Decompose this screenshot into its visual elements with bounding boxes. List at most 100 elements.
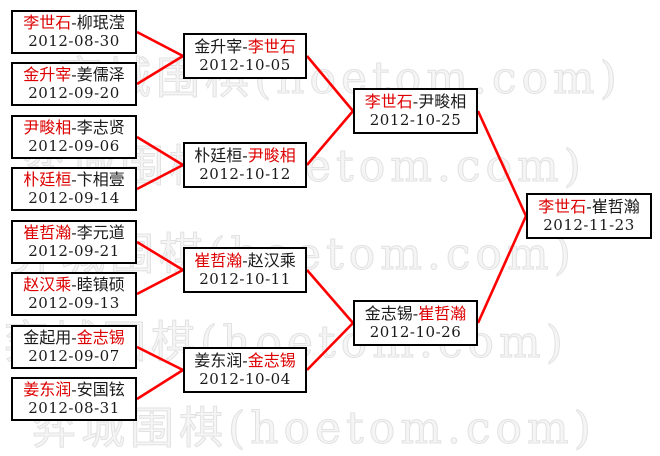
match-date: 2012-11-23 xyxy=(543,216,635,234)
match-box-r1-6: 赵汉乘-睦镇硕 2012-09-13 xyxy=(11,272,137,316)
player2-name: 安国铉 xyxy=(76,380,125,399)
player1-name: 金志锡 xyxy=(364,304,413,323)
match-players: 尹畯相-李志贤 xyxy=(23,118,124,137)
match-box-final: 李世石-崔哲瀚 2012-11-23 xyxy=(526,193,652,239)
players-separator: - xyxy=(71,118,77,137)
match-box-r1-1: 李世石-柳珉滢 2012-08-30 xyxy=(11,10,137,54)
match-box-r1-2: 金升宰-姜儒泽 2012-09-20 xyxy=(11,62,137,106)
match-players: 李世石-尹畯相 xyxy=(365,92,466,111)
match-players: 金升宰-姜儒泽 xyxy=(23,65,124,84)
player1-name: 金升宰 xyxy=(23,65,72,84)
match-players: 姜东润-安国铉 xyxy=(23,380,124,399)
match-box-r2-2: 朴廷桓-尹畯相 2012-10-12 xyxy=(183,142,307,188)
player2-name: 姜儒泽 xyxy=(76,65,125,84)
match-players: 崔哲瀚-赵汉乘 xyxy=(194,251,295,270)
player2-name: 金志锡 xyxy=(76,328,125,347)
match-box-r1-3: 尹畯相-李志贤 2012-09-06 xyxy=(11,115,137,159)
players-separator: - xyxy=(412,304,419,323)
match-players: 李世石-柳珉滢 xyxy=(23,13,124,32)
player1-name: 崔哲瀚 xyxy=(194,251,243,270)
bracket-connector xyxy=(136,268,184,296)
player2-name: 崔哲瀚 xyxy=(591,197,640,216)
match-box-r1-5: 崔哲瀚-李元道 2012-09-21 xyxy=(11,220,137,264)
players-separator: - xyxy=(412,92,419,111)
bracket-connector xyxy=(136,163,184,191)
match-date: 2012-08-30 xyxy=(28,32,120,50)
match-players: 李世石-崔哲瀚 xyxy=(538,197,639,216)
player2-name: 金志锡 xyxy=(247,351,296,370)
player1-name: 姜东润 xyxy=(23,380,72,399)
match-box-r1-7: 金起用-金志锡 2012-09-07 xyxy=(11,325,137,369)
player2-name: 睦镇硕 xyxy=(76,275,125,294)
player1-name: 李世石 xyxy=(23,13,72,32)
match-date: 2012-09-21 xyxy=(28,242,120,260)
player2-name: 李元道 xyxy=(76,223,125,242)
player1-name: 朴廷桓 xyxy=(194,146,243,165)
player2-name: 李世石 xyxy=(247,37,296,56)
bracket-connector xyxy=(306,110,354,166)
player1-name: 姜东润 xyxy=(194,351,243,370)
match-box-r1-8: 姜东润-安国铉 2012-08-31 xyxy=(11,377,137,421)
bracket-connector xyxy=(306,322,354,371)
players-separator: - xyxy=(71,13,77,32)
match-players: 崔哲瀚-李元道 xyxy=(23,223,124,242)
bracket-connector xyxy=(136,135,184,167)
match-date: 2012-10-04 xyxy=(199,370,291,388)
players-separator: - xyxy=(71,170,77,189)
match-players: 朴廷桓-尹畯相 xyxy=(194,146,295,165)
match-box-r2-4: 姜东润-金志锡 2012-10-04 xyxy=(183,347,307,393)
match-box-r1-4: 朴廷桓-卞相壹 2012-09-14 xyxy=(11,167,137,211)
player2-name: 赵汉乘 xyxy=(247,251,296,270)
bracket-connector xyxy=(136,345,184,372)
players-separator: - xyxy=(242,351,248,370)
players-separator: - xyxy=(71,380,77,399)
match-players: 朴廷桓-卞相壹 xyxy=(23,170,124,189)
player1-name: 赵汉乘 xyxy=(23,275,72,294)
tournament-bracket: { "colors":{ "line":"#ff0000", "winner":… xyxy=(3,10,652,455)
bracket-connector xyxy=(136,240,184,272)
match-box-sf-1: 李世石-尹畯相 2012-10-25 xyxy=(353,88,478,134)
bracket-connector xyxy=(306,269,354,324)
player2-name: 尹畯相 xyxy=(247,146,296,165)
player1-name: 李世石 xyxy=(364,92,413,111)
players-separator: - xyxy=(242,37,248,56)
player2-name: 柳珉滢 xyxy=(76,13,125,32)
match-players: 金志锡-崔哲瀚 xyxy=(365,304,466,323)
players-separator: - xyxy=(71,65,77,84)
players-separator: - xyxy=(71,275,77,294)
bracket-connector xyxy=(136,368,184,401)
match-date: 2012-09-13 xyxy=(28,294,120,312)
match-players: 赵汉乘-睦镇硕 xyxy=(23,275,124,294)
match-date: 2012-09-06 xyxy=(28,137,120,155)
player1-name: 金升宰 xyxy=(194,37,243,56)
bracket-connector xyxy=(476,110,528,217)
bracket-connector xyxy=(306,55,354,112)
bracket-connector xyxy=(476,215,528,324)
player1-name: 崔哲瀚 xyxy=(23,223,72,242)
match-date: 2012-10-12 xyxy=(199,165,291,183)
match-date: 2012-10-25 xyxy=(369,111,462,129)
match-players: 金升宰-李世石 xyxy=(194,37,295,56)
match-players: 姜东润-金志锡 xyxy=(194,351,295,370)
player2-name: 卞相壹 xyxy=(76,170,125,189)
player1-name: 金起用 xyxy=(23,328,72,347)
players-separator: - xyxy=(242,146,248,165)
match-date: 2012-10-11 xyxy=(199,270,291,288)
match-players: 金起用-金志锡 xyxy=(23,328,124,347)
bracket-connector xyxy=(136,30,184,58)
player2-name: 崔哲瀚 xyxy=(418,304,467,323)
match-box-r2-3: 崔哲瀚-赵汉乘 2012-10-11 xyxy=(183,247,307,293)
players-separator: - xyxy=(71,223,77,242)
player1-name: 朴廷桓 xyxy=(23,170,72,189)
players-separator: - xyxy=(242,251,248,270)
match-date: 2012-08-31 xyxy=(28,399,120,417)
player2-name: 尹畯相 xyxy=(418,92,467,111)
match-box-sf-2: 金志锡-崔哲瀚 2012-10-26 xyxy=(353,300,478,346)
player1-name: 李世石 xyxy=(538,197,587,216)
player2-name: 李志贤 xyxy=(76,118,125,137)
bracket-connector xyxy=(136,54,184,86)
bracket-connectors xyxy=(136,30,528,401)
match-date: 2012-10-26 xyxy=(369,323,462,341)
match-date: 2012-10-05 xyxy=(199,56,291,74)
match-date: 2012-09-14 xyxy=(28,189,120,207)
